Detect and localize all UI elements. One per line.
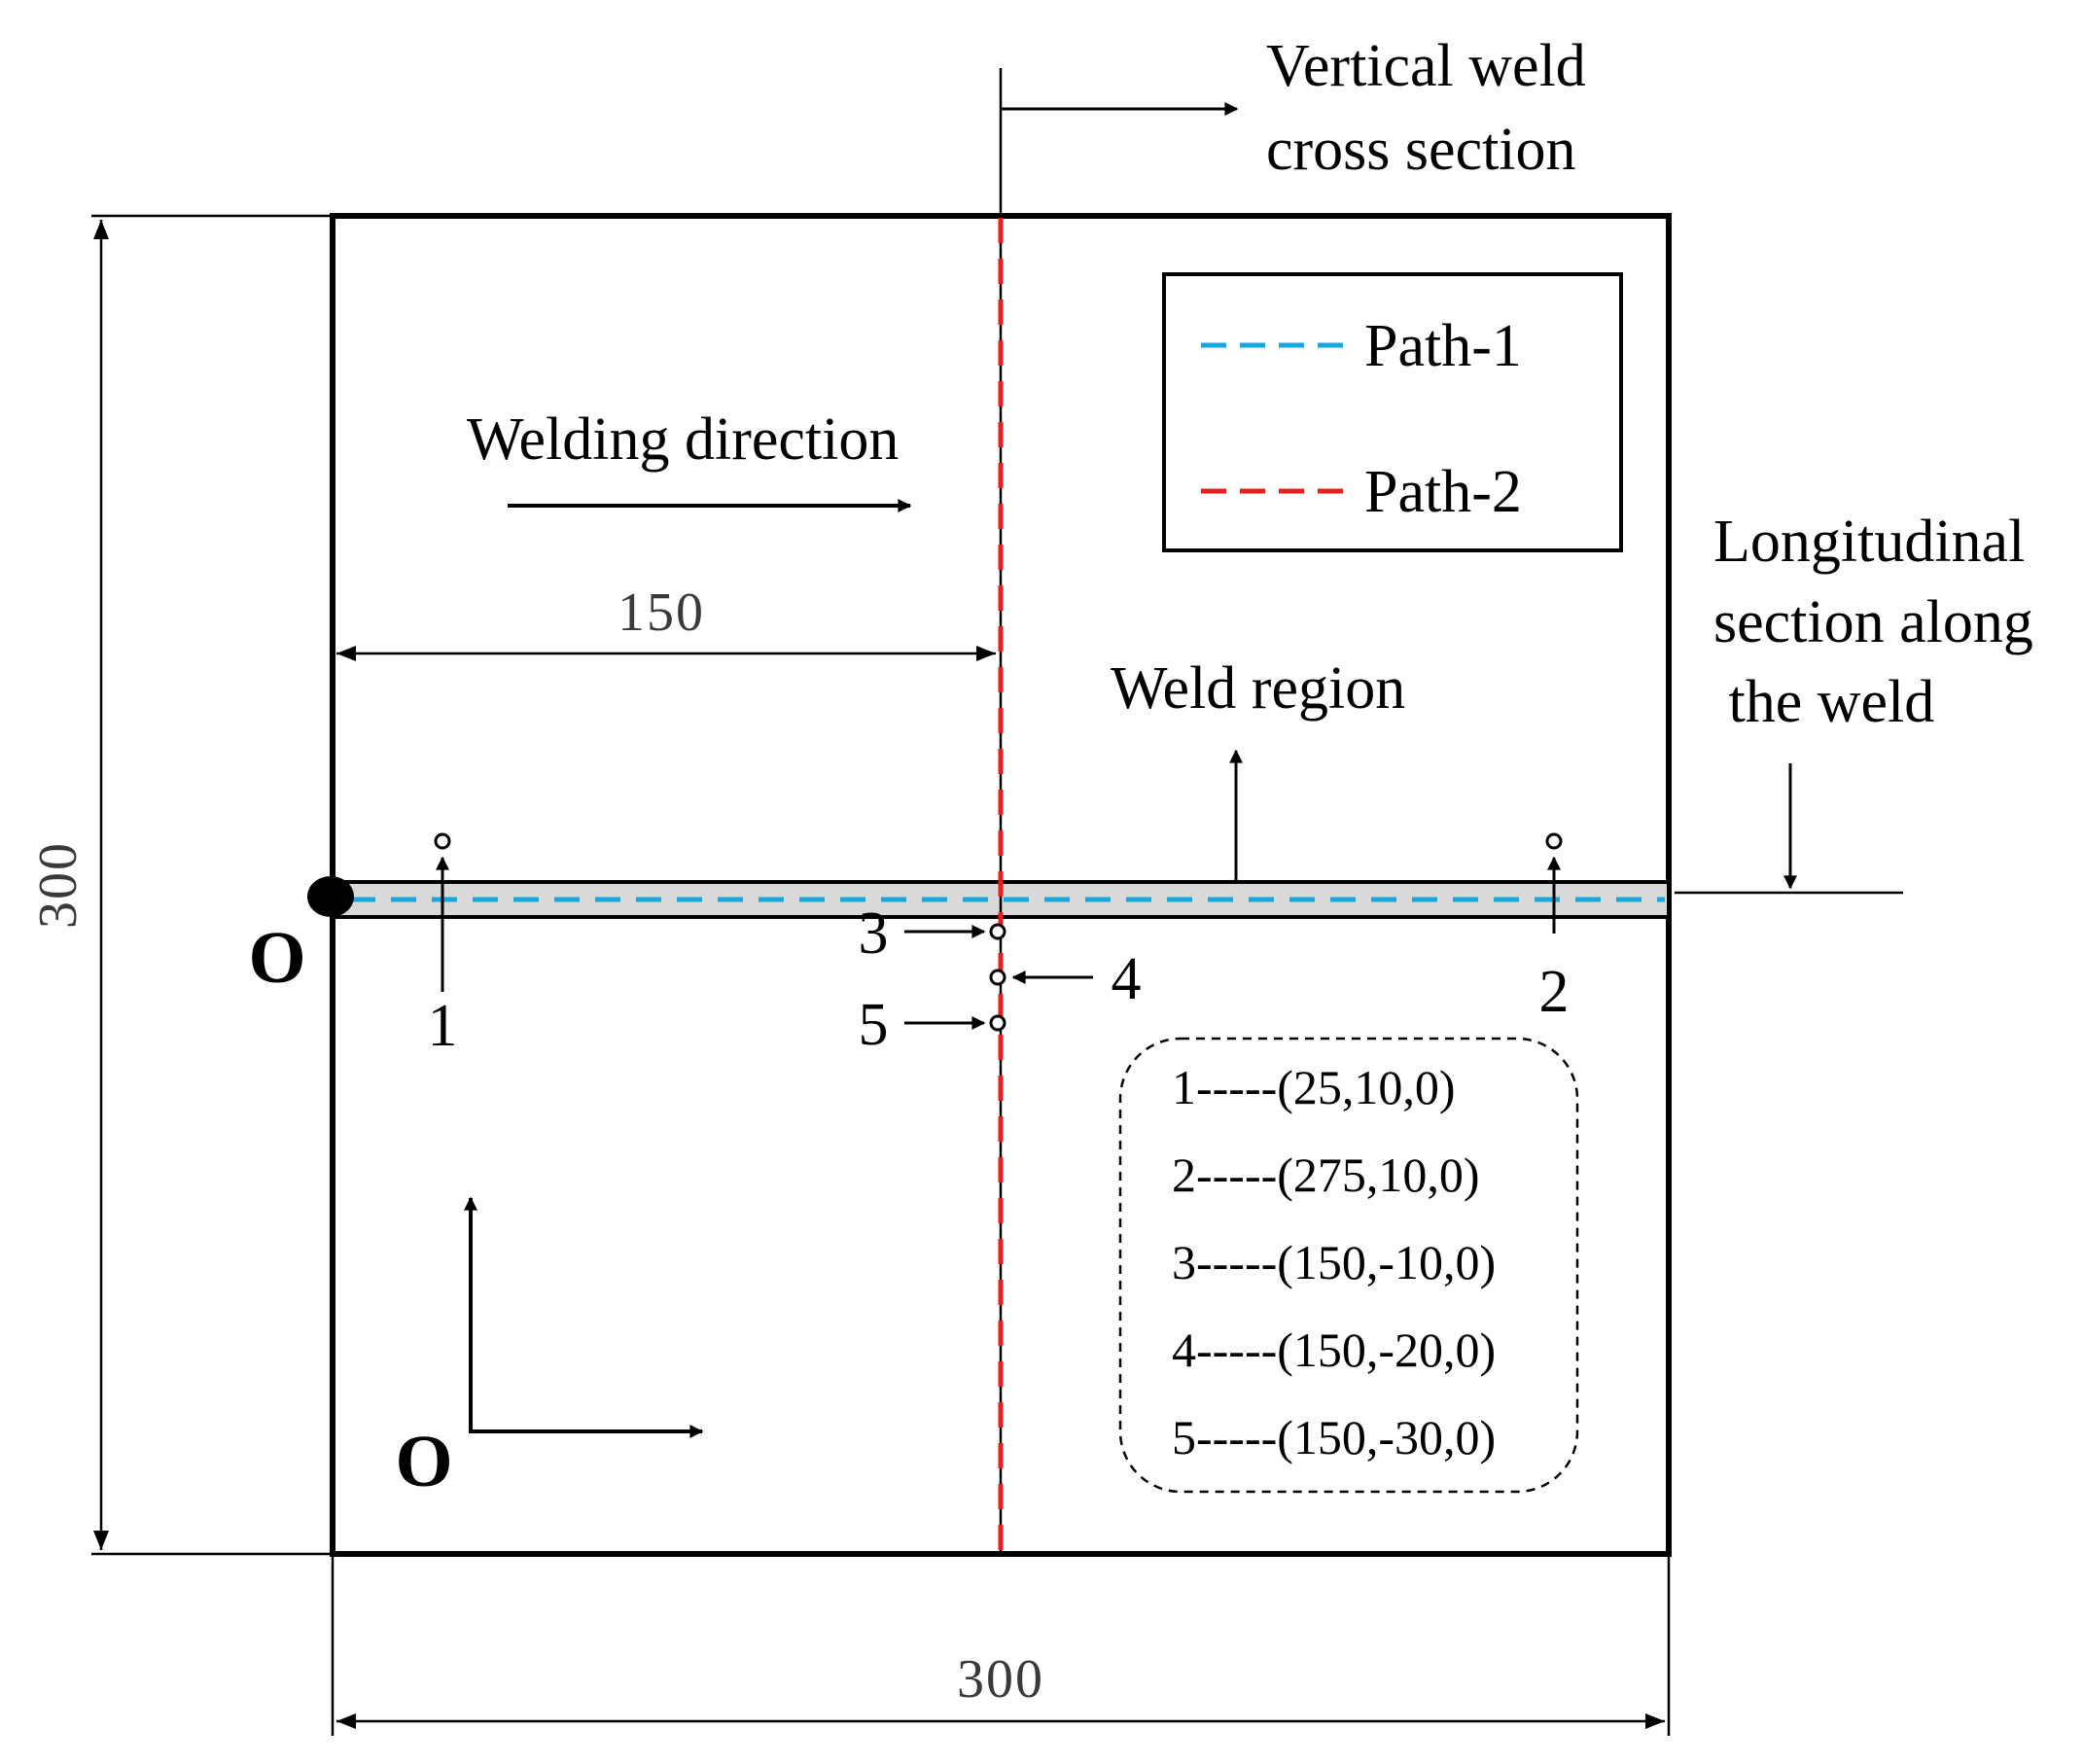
point-3-marker [989,923,1006,940]
origin-label: O [248,917,305,999]
dimension-height-label: 300 [28,841,88,929]
point-1-marker [434,832,451,850]
vertical-section-label-line2: cross section [1266,117,1576,183]
coordinate-row-3: 3-----(150,-10,0) [1172,1235,1496,1289]
longitudinal-section-label-line1: Longitudinal [1713,509,2025,575]
legend-box [1162,272,1623,552]
point-1-label: 1 [428,993,458,1059]
coordinate-row-2: 2-----(275,10,0) [1172,1147,1480,1202]
coordinate-row-4: 4-----(150,-20,0) [1172,1323,1496,1377]
point-3-label: 3 [859,900,889,967]
longitudinal-section-label-line3: the weld [1713,669,1934,735]
origin-dot [307,876,354,917]
dimension-150-label: 150 [618,582,705,643]
point-4-label: 4 [1112,946,1142,1012]
point-2-marker [1545,832,1563,850]
welding-direction-label: Welding direction [467,406,899,473]
coordinates-table: 1-----(25,10,0) 2-----(275,10,0) 3-----(… [1118,1037,1579,1494]
point-5-marker [989,1014,1006,1032]
weld-region-label: Weld region [1111,655,1405,722]
dimension-width-label: 300 [957,1649,1044,1710]
vertical-section-label-line1: Vertical weld [1266,33,1586,99]
longitudinal-section-label-line2: section along [1713,589,2033,655]
point-5-label: 5 [859,992,889,1058]
coordinate-row-1: 1-----(25,10,0) [1172,1060,1456,1114]
legend-label-path-1: Path-1 [1364,313,1522,379]
coordinates-box [1118,1037,1579,1494]
point-4-marker [989,969,1006,986]
axis-origin-label: O [395,1421,452,1502]
coordinate-row-5: 5-----(150,-30,0) [1172,1410,1496,1464]
point-2-label: 2 [1539,959,1570,1025]
legend-label-path-2: Path-2 [1364,459,1522,525]
legend: Path-1 Path-2 [1162,272,1623,552]
